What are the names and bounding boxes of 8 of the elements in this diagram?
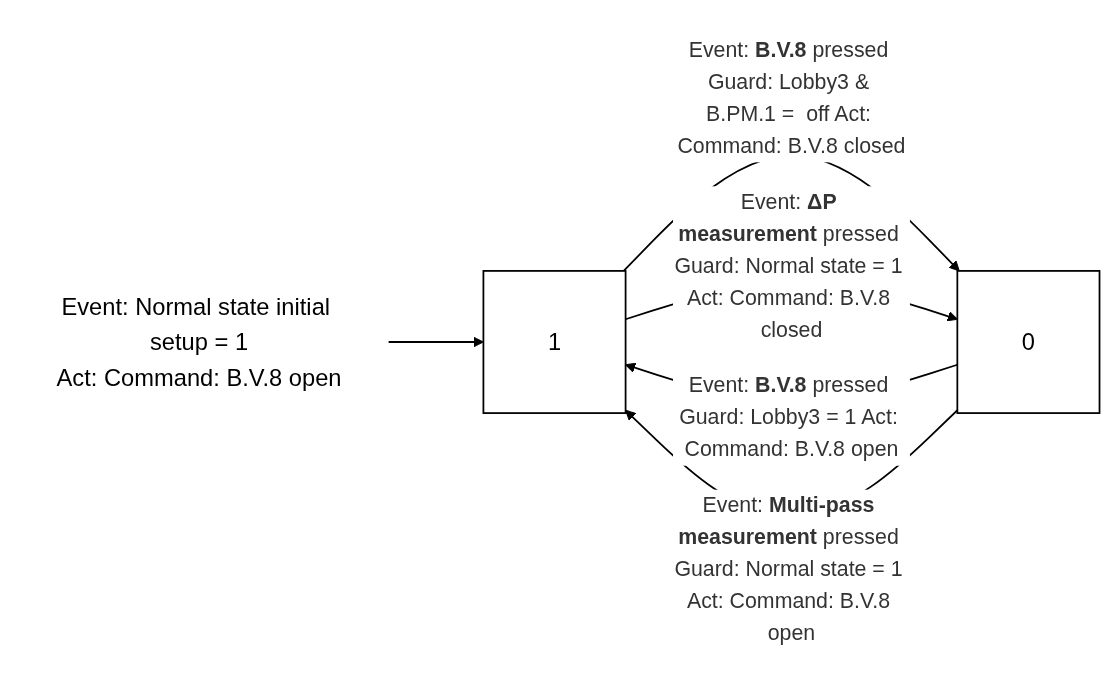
arrow <box>387 336 484 348</box>
node-text: Event: Normal state initial setup = 1 Act: Command: B.V.8 open <box>56 293 342 391</box>
node-box: 1 <box>482 270 627 414</box>
edge-label: Event: Multi-pass measurement pressed Guard: Normal state = 1 Act: Command: B.V.8 open <box>674 493 903 645</box>
edge-label: Event: B.V.8 pressed Guard: Lobby3 = 1 Act: Command: B.V.8 open <box>679 373 899 462</box>
edge-label: Event: ΔP measurement pressed Guard: Normal state = 1 Act: Command: B.V.8 closed <box>674 189 903 342</box>
edge-label: Event: B.V.8 pressed Guard: Lobby3 & B.PM.1 = off Act: Command: B.V.8 closed <box>677 38 906 158</box>
node-box: 0 <box>956 270 1101 414</box>
